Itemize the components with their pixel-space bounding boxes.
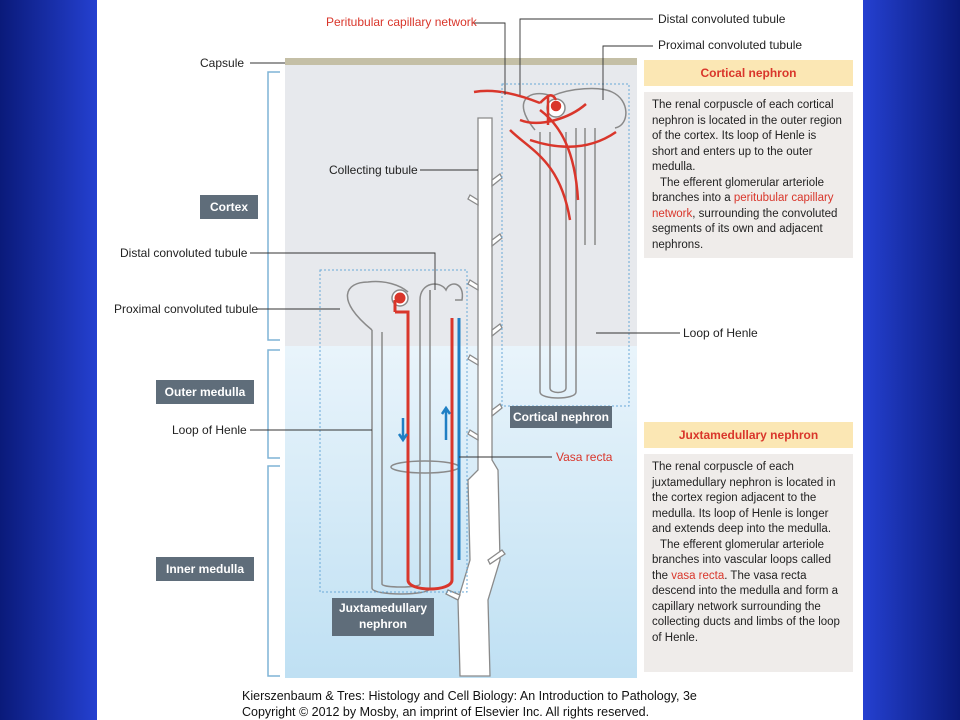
- cortical-paragraph-1: The renal corpuscle of each cortical nep…: [652, 99, 842, 173]
- cortical-nephron-description: The renal corpuscle of each cortical nep…: [644, 92, 853, 258]
- juxta-paragraph-2b: . The vasa recta descend into the medull…: [652, 569, 840, 644]
- vasa-recta: [393, 292, 461, 591]
- credit-line-2: Copyright © 2012 by Mosby, an imprint of…: [242, 705, 650, 719]
- zone-label-outer-medulla: Outer medulla: [156, 380, 254, 404]
- collecting-tubule: [445, 117, 506, 677]
- cortical-paragraph-2a: The efferent glomerular arteriole branch…: [652, 176, 825, 205]
- peritubular-capillary-network: [473, 89, 617, 221]
- flow-arrows: [397, 405, 452, 443]
- leader-lines: [250, 18, 680, 458]
- label-proximal-convoluted-tubule-top: Proximal convoluted tubule: [658, 38, 803, 52]
- cortical-paragraph-2b: , surrounding the convoluted segments of…: [652, 207, 838, 251]
- zone-label-inner-medulla: Inner medulla: [156, 557, 254, 581]
- tag-juxtamedullary-line2: nephron: [359, 617, 407, 631]
- cortical-nephron-header: Cortical nephron: [644, 60, 853, 86]
- label-distal-convoluted-tubule-top: Distal convoluted tubule: [658, 12, 786, 26]
- juxtamedullary-nephron-description: The renal corpuscle of each juxtamedulla…: [644, 454, 853, 672]
- juxtamedullary-nephron-outline: [319, 269, 468, 593]
- zone-brackets: [267, 71, 280, 677]
- juxta-paragraph-2-highlight: vasa recta: [671, 569, 725, 582]
- tag-juxtamedullary-nephron: Juxtamedullary nephron: [332, 598, 434, 636]
- nephron-diagram: [250, 18, 680, 678]
- juxta-paragraph-1: The renal corpuscle of each juxtamedulla…: [652, 461, 836, 535]
- slide-background-left: [0, 0, 97, 720]
- cortical-paragraph-2: The efferent glomerular arteriole branch…: [652, 176, 845, 254]
- label-peritubular-capillary-network: Peritubular capillary network: [326, 15, 477, 29]
- cortical-paragraph-2-highlight: peritubular capillary network: [652, 192, 834, 220]
- slide-background-right: [863, 0, 960, 720]
- label-collecting-tubule: Collecting tubule: [329, 163, 418, 177]
- credit-line-1: Kierszenbaum & Tres: Histology and Cell …: [242, 689, 697, 703]
- tag-cortical-nephron: Cortical nephron: [510, 406, 612, 428]
- capsule-band: [285, 58, 637, 65]
- label-vasa-recta: Vasa recta: [556, 450, 613, 464]
- juxtamedullary-nephron-header: Juxtamedullary nephron: [644, 422, 853, 448]
- label-distal-convoluted-tubule-left: Distal convoluted tubule: [120, 246, 248, 260]
- zone-label-cortex: Cortex: [200, 195, 258, 219]
- juxta-paragraph-2a: The efferent glomerular arteriole branch…: [652, 538, 831, 582]
- tag-juxtamedullary-line1: Juxtamedullary: [338, 601, 428, 615]
- label-loop-of-henle-left: Loop of Henle: [172, 423, 247, 437]
- slide: Peritubular capillary network Distal con…: [97, 0, 863, 720]
- juxta-paragraph-2: The efferent glomerular arteriole branch…: [652, 538, 845, 647]
- credit-text: Kierszenbaum & Tres: Histology and Cell …: [242, 688, 697, 720]
- label-proximal-convoluted-tubule-left: Proximal convoluted tubule: [114, 302, 259, 316]
- label-loop-of-henle-right: Loop of Henle: [683, 326, 758, 340]
- label-capsule: Capsule: [200, 56, 245, 70]
